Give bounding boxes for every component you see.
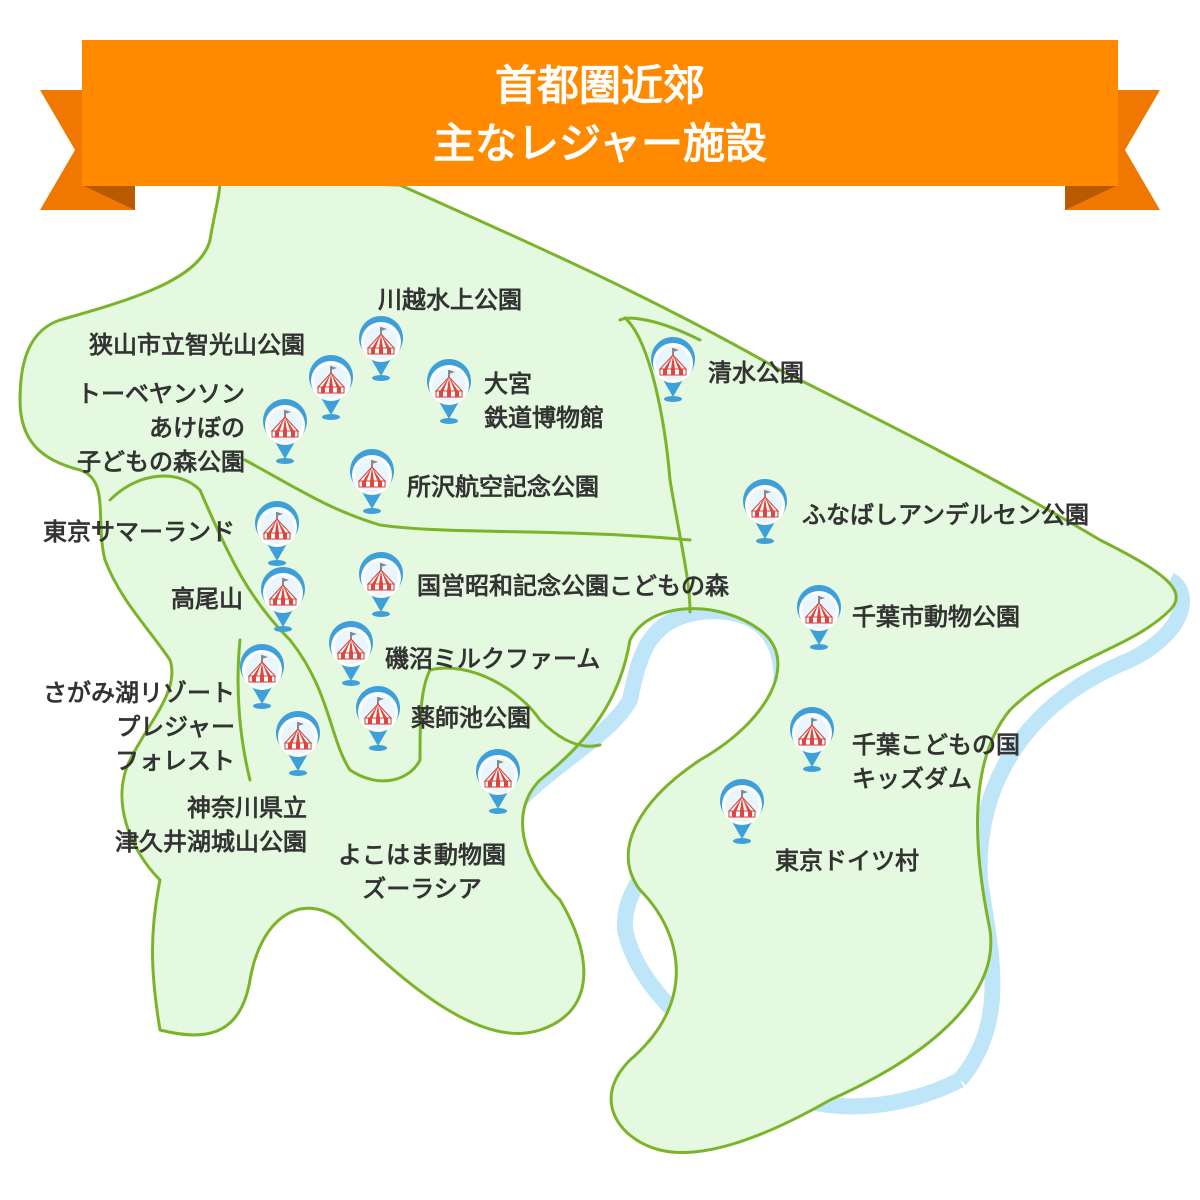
pin-funabashi-andersen[interactable] <box>740 478 790 548</box>
land <box>18 178 1178 1154</box>
label-zoorasia: よこはま動物園ズーラシア <box>338 841 506 903</box>
pin-chiba-kodomo[interactable] <box>787 706 837 776</box>
label-isonuma: 磯沼ミルクファーム <box>385 645 601 673</box>
pin-tokorozawa[interactable] <box>347 448 397 518</box>
label-tokyo-german: 東京ドイツ村 <box>775 847 919 875</box>
circus-tent-pin-icon <box>743 478 787 544</box>
circus-tent-pin-icon <box>359 315 403 381</box>
circus-tent-pin-icon <box>476 748 520 814</box>
circus-tent-pin-icon <box>261 566 305 632</box>
label-sagamiko: さがみ湖リゾートプレジャーフォレスト <box>43 679 235 775</box>
title-line-2: 主なレジャー施設 <box>433 119 767 168</box>
circus-tent-pin-icon <box>329 620 373 686</box>
pin-tokyo-german[interactable] <box>717 778 767 848</box>
pin-tove-jansson[interactable] <box>260 398 310 468</box>
circus-tent-pin-icon <box>797 584 841 650</box>
pin-chiba-zoo[interactable] <box>794 584 844 654</box>
label-sayama-chikozan: 狭山市立智光山公園 <box>89 331 305 359</box>
ribbon-main <box>82 40 1118 186</box>
circus-tent-pin-icon <box>720 778 764 844</box>
pin-isonuma[interactable] <box>326 620 376 690</box>
label-tsukui-shiroyama: 神奈川県立津久井湖城山公園 <box>115 794 307 856</box>
border-tokyo-kanagawa <box>428 666 602 748</box>
border-kanagawa-west <box>236 638 252 782</box>
label-tokorozawa: 所沢航空記念公園 <box>407 473 599 501</box>
circus-tent-pin-icon <box>359 551 403 617</box>
label-chiba-kodomo: 千葉こどもの国キッズダム <box>852 731 1020 793</box>
pin-yakushi-ike[interactable] <box>353 685 403 755</box>
label-kawagoe-suijo: 川越水上公園 <box>378 286 522 314</box>
border-saitama-north <box>618 316 702 342</box>
circus-tent-pin-icon <box>276 710 320 776</box>
title-line-1: 首都圏近郊 <box>494 61 705 110</box>
circus-tent-pin-icon <box>356 685 400 751</box>
circus-tent-pin-icon <box>255 500 299 566</box>
chiba-coast-water <box>953 572 1190 1086</box>
label-takao: 高尾山 <box>171 585 243 613</box>
circus-tent-pin-icon <box>240 643 284 709</box>
ribbon-right-fold <box>1065 185 1118 210</box>
border-tokyo-west <box>108 474 432 783</box>
circus-tent-pin-icon <box>263 398 307 464</box>
circus-tent-pin-icon <box>350 448 394 514</box>
circus-tent-pin-icon <box>427 358 471 424</box>
pin-showa-kinen[interactable] <box>356 551 406 621</box>
circus-tent-pin-icon <box>790 706 834 772</box>
pin-zoorasia[interactable] <box>473 748 523 818</box>
border-chiba-west <box>623 316 692 614</box>
prefecture-borders <box>108 316 702 783</box>
label-shimizu: 清水公園 <box>708 359 804 387</box>
title-banner <box>40 40 1160 210</box>
label-yakushi-ike: 薬師池公園 <box>411 704 531 732</box>
label-showa-kinen: 国営昭和記念公園こどもの森 <box>417 572 729 600</box>
label-tove-jansson: トーベヤンソンあけぼの子どもの森公園 <box>77 380 245 476</box>
ribbon-left-fold <box>82 185 135 210</box>
circus-tent-pin-icon <box>309 354 353 420</box>
pin-kawagoe-suijo[interactable] <box>356 315 406 385</box>
pin-omiya-railway[interactable] <box>424 358 474 428</box>
label-funabashi-andersen: ふなばしアンデルセン公園 <box>802 501 1090 529</box>
pin-takao[interactable] <box>258 566 308 636</box>
circus-tent-pin-icon <box>651 336 695 402</box>
pin-sayama-chikozan[interactable] <box>306 354 356 424</box>
pin-sagamiko[interactable] <box>237 643 287 713</box>
label-chiba-zoo: 千葉市動物公園 <box>852 603 1020 631</box>
pin-shimizu[interactable] <box>648 336 698 406</box>
pin-tsukui-shiroyama[interactable] <box>273 710 323 780</box>
label-omiya-railway: 大宮鉄道博物館 <box>484 370 604 432</box>
label-tokyo-summerland: 東京サマーランド <box>43 518 235 546</box>
pin-tokyo-summerland[interactable] <box>252 500 302 570</box>
border-saitama-tokyo <box>243 458 692 542</box>
